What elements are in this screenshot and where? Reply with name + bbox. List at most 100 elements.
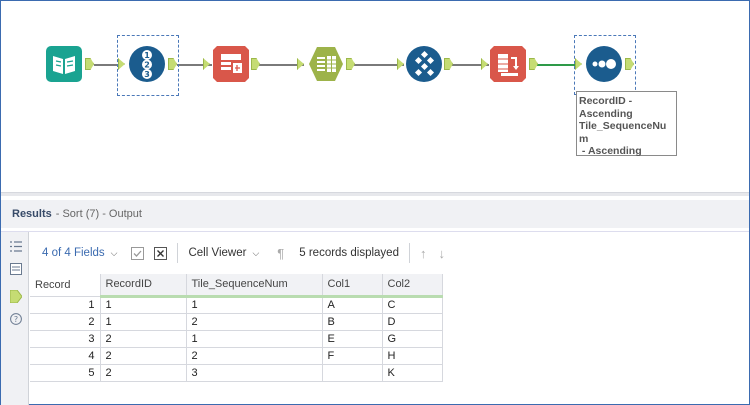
record-cell[interactable]: 3 [30, 330, 101, 348]
table-row[interactable]: 4 2 2 F H [30, 347, 443, 365]
annotation-line: Ascending [579, 107, 633, 120]
table-row[interactable]: 1 1 1 A C [30, 296, 443, 314]
table-cell[interactable]: H [382, 347, 443, 365]
arrow-up-icon[interactable]: ↑ [419, 245, 427, 261]
table-cell[interactable]: F [322, 347, 383, 365]
numbered-list-icon: 1 2 3 [129, 46, 165, 82]
crosstab-tool[interactable] [406, 46, 442, 82]
arrow-down-icon[interactable]: ↓ [438, 245, 445, 261]
metadata-icon[interactable] [9, 262, 22, 275]
deselect-icon[interactable] [154, 246, 168, 260]
input-anchor[interactable] [203, 58, 210, 70]
records-count: 5 records displayed [299, 247, 399, 259]
book-icon [46, 46, 82, 82]
results-subtitle: - Sort (7) - Output [55, 208, 142, 220]
record-cell[interactable]: 5 [30, 364, 101, 382]
input-anchor[interactable] [397, 58, 404, 70]
pilcrow-icon[interactable]: ¶ [277, 245, 285, 261]
table-cell[interactable]: 2 [100, 364, 187, 382]
annotation-line: - Ascending [579, 145, 642, 157]
output-anchor[interactable] [346, 58, 355, 70]
output-anchor[interactable] [251, 58, 260, 70]
cell-viewer-dropdown[interactable]: Cell Viewer ⌵ [188, 247, 259, 259]
svg-text:1: 1 [144, 51, 150, 60]
table-cell[interactable]: E [322, 330, 383, 348]
svg-text:3: 3 [144, 70, 150, 79]
table-cell[interactable]: 1 [100, 313, 187, 331]
output-anchor[interactable] [625, 58, 634, 70]
svg-text:?: ? [13, 315, 17, 324]
table-cell[interactable]: G [382, 330, 443, 348]
connector [451, 64, 489, 66]
output-anchor-icon[interactable] [9, 290, 22, 303]
columns-icon [309, 47, 343, 81]
connector [537, 64, 575, 66]
table-header-row: Record RecordID Tile_SequenceNum Col1 Co… [30, 274, 443, 298]
output-anchor[interactable] [444, 58, 453, 70]
column-header[interactable]: Tile_SequenceNum [186, 274, 323, 298]
connector [177, 64, 212, 66]
pane-splitter[interactable] [1, 192, 749, 196]
chevron-down-icon: ⌵ [252, 247, 260, 258]
checkbox-icon[interactable] [131, 246, 145, 260]
column-header[interactable]: Col1 [322, 274, 383, 298]
crosstab-icon [406, 46, 442, 82]
results-title: Results [12, 208, 52, 220]
table-cell[interactable]: K [382, 364, 443, 382]
tile-icon [213, 46, 249, 82]
toolbar-separator [408, 243, 410, 263]
results-table: Record RecordID Tile_SequenceNum Col1 Co… [30, 274, 443, 382]
multi-row-tool[interactable] [490, 46, 526, 82]
output-anchor[interactable] [529, 58, 538, 70]
table-cell[interactable]: 3 [186, 364, 323, 382]
table-cell[interactable]: C [382, 296, 443, 314]
input-anchor[interactable] [297, 58, 304, 70]
selection-box [117, 35, 179, 96]
table-row[interactable]: 3 2 1 E G [30, 330, 443, 348]
connector [354, 64, 404, 66]
fields-label: 4 of 4 Fields [42, 247, 105, 259]
annotation-line: RecordID - [579, 95, 633, 107]
table-cell[interactable]: D [382, 313, 443, 331]
record-cell[interactable]: 4 [30, 347, 101, 365]
table-cell[interactable] [322, 364, 383, 382]
table-cell[interactable]: 2 [186, 313, 323, 331]
table-cell[interactable]: 2 [186, 347, 323, 365]
column-header[interactable]: Record [30, 274, 101, 297]
connector [94, 64, 119, 66]
tile-tool[interactable] [213, 46, 249, 82]
output-anchor[interactable] [168, 58, 177, 70]
record-cell[interactable]: 2 [30, 313, 101, 331]
list-view-icon[interactable] [9, 240, 22, 253]
svg-text:2: 2 [144, 61, 150, 70]
text-to-columns-tool[interactable] [308, 46, 344, 82]
results-header: Results - Sort (7) - Output [1, 200, 749, 228]
column-header[interactable]: RecordID [100, 274, 187, 298]
column-header[interactable]: Col2 [382, 274, 443, 298]
table-cell[interactable]: 1 [186, 296, 323, 314]
sort-tool[interactable] [586, 46, 622, 82]
fields-dropdown[interactable]: 4 of 4 Fields ⌵ [42, 247, 117, 259]
toolbar-separator [177, 243, 179, 263]
table-cell[interactable]: B [322, 313, 383, 331]
table-row[interactable]: 2 1 2 B D [30, 313, 443, 331]
tool-annotation: RecordID - Ascending Tile_SequenceNum - … [576, 91, 677, 157]
table-cell[interactable]: 2 [100, 347, 187, 365]
records-label: 5 records displayed [299, 247, 399, 259]
workflow-canvas[interactable]: 1 2 3 [1, 1, 749, 192]
table-cell[interactable]: A [322, 296, 383, 314]
output-anchor[interactable] [85, 58, 94, 70]
table-cell[interactable]: 2 [100, 330, 187, 348]
cell-viewer-label: Cell Viewer [188, 247, 247, 259]
chevron-down-icon: ⌵ [110, 247, 118, 258]
input-anchor[interactable] [481, 58, 488, 70]
table-cell[interactable]: 1 [186, 330, 323, 348]
results-panel: ? 4 of 4 Fields ⌵ Cell Viewer ⌵ ¶ 5 reco… [1, 231, 749, 405]
input-tool[interactable] [46, 46, 82, 82]
record-cell[interactable]: 1 [30, 296, 101, 314]
help-icon[interactable]: ? [9, 312, 22, 325]
results-sidebar: ? [1, 232, 29, 405]
table-row[interactable]: 5 2 3 K [30, 364, 443, 382]
record-id-tool[interactable]: 1 2 3 [129, 46, 165, 82]
table-cell[interactable]: 1 [100, 296, 187, 314]
